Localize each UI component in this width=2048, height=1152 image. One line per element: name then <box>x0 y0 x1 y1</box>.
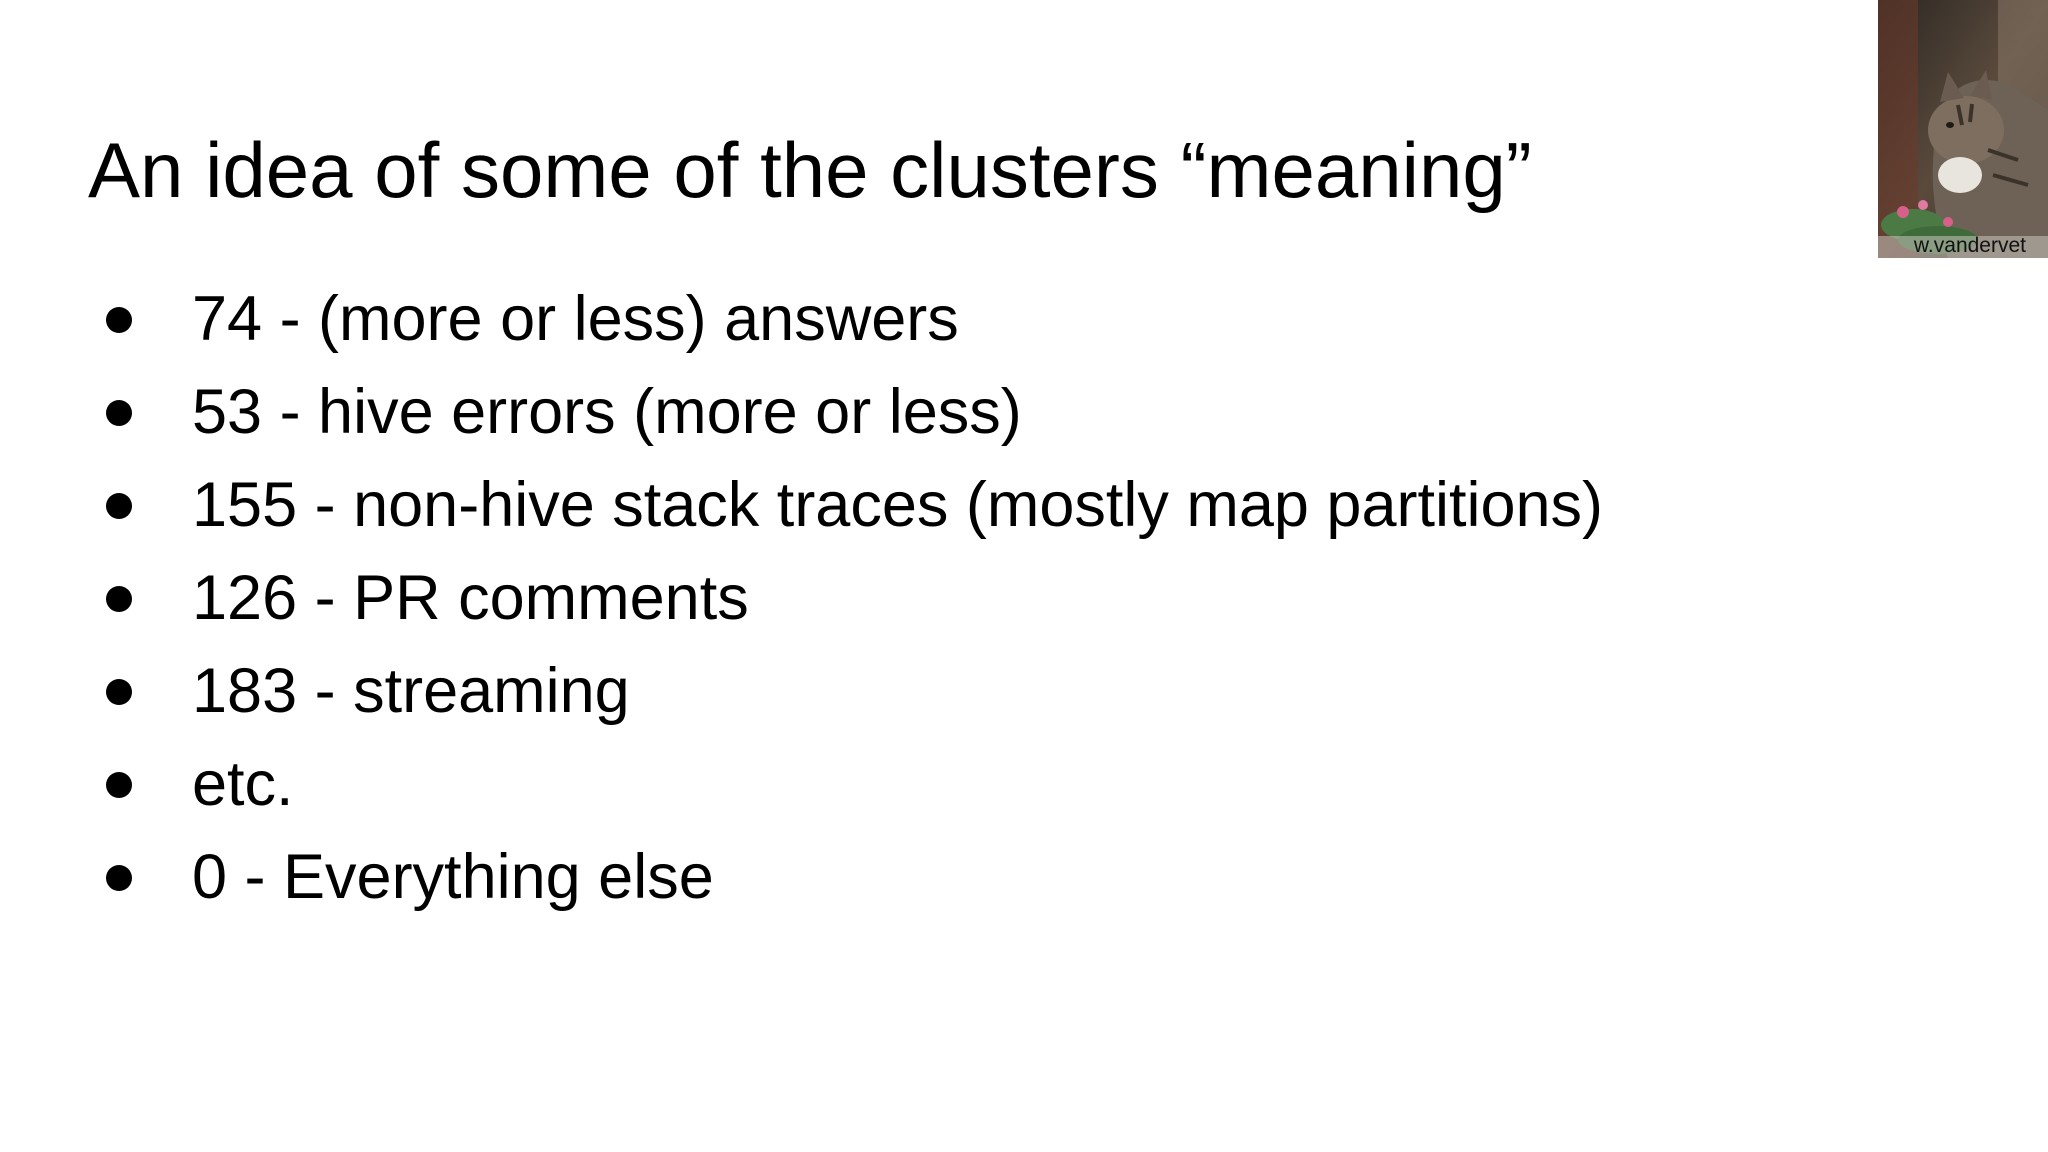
cat-photo-icon <box>1878 0 2048 258</box>
bullet-icon <box>106 586 132 612</box>
bullet-text: 0 - Everything else <box>192 842 714 912</box>
participant-name-label: w.vandervet <box>1913 234 2026 257</box>
bullet-icon <box>106 400 132 426</box>
slide-title: An idea of some of the clusters “meaning… <box>88 126 1532 214</box>
bullet-icon <box>106 679 132 705</box>
bullet-text: 183 - streaming <box>192 656 630 726</box>
bullet-text: 74 - (more or less) answers <box>192 284 959 354</box>
bullet-text: 53 - hive errors (more or less) <box>192 377 1022 447</box>
bullet-icon <box>106 493 132 519</box>
bullet-text: etc. <box>192 749 294 819</box>
bullet-text: 126 - PR comments <box>192 563 749 633</box>
bullet-icon <box>106 307 132 333</box>
bullet-icon <box>106 865 132 891</box>
participant-video-tile[interactable]: w.vandervet <box>1878 0 2048 258</box>
bullet-icon <box>106 772 132 798</box>
bullet-text: 155 - non-hive stack traces (mostly map … <box>192 470 1604 540</box>
